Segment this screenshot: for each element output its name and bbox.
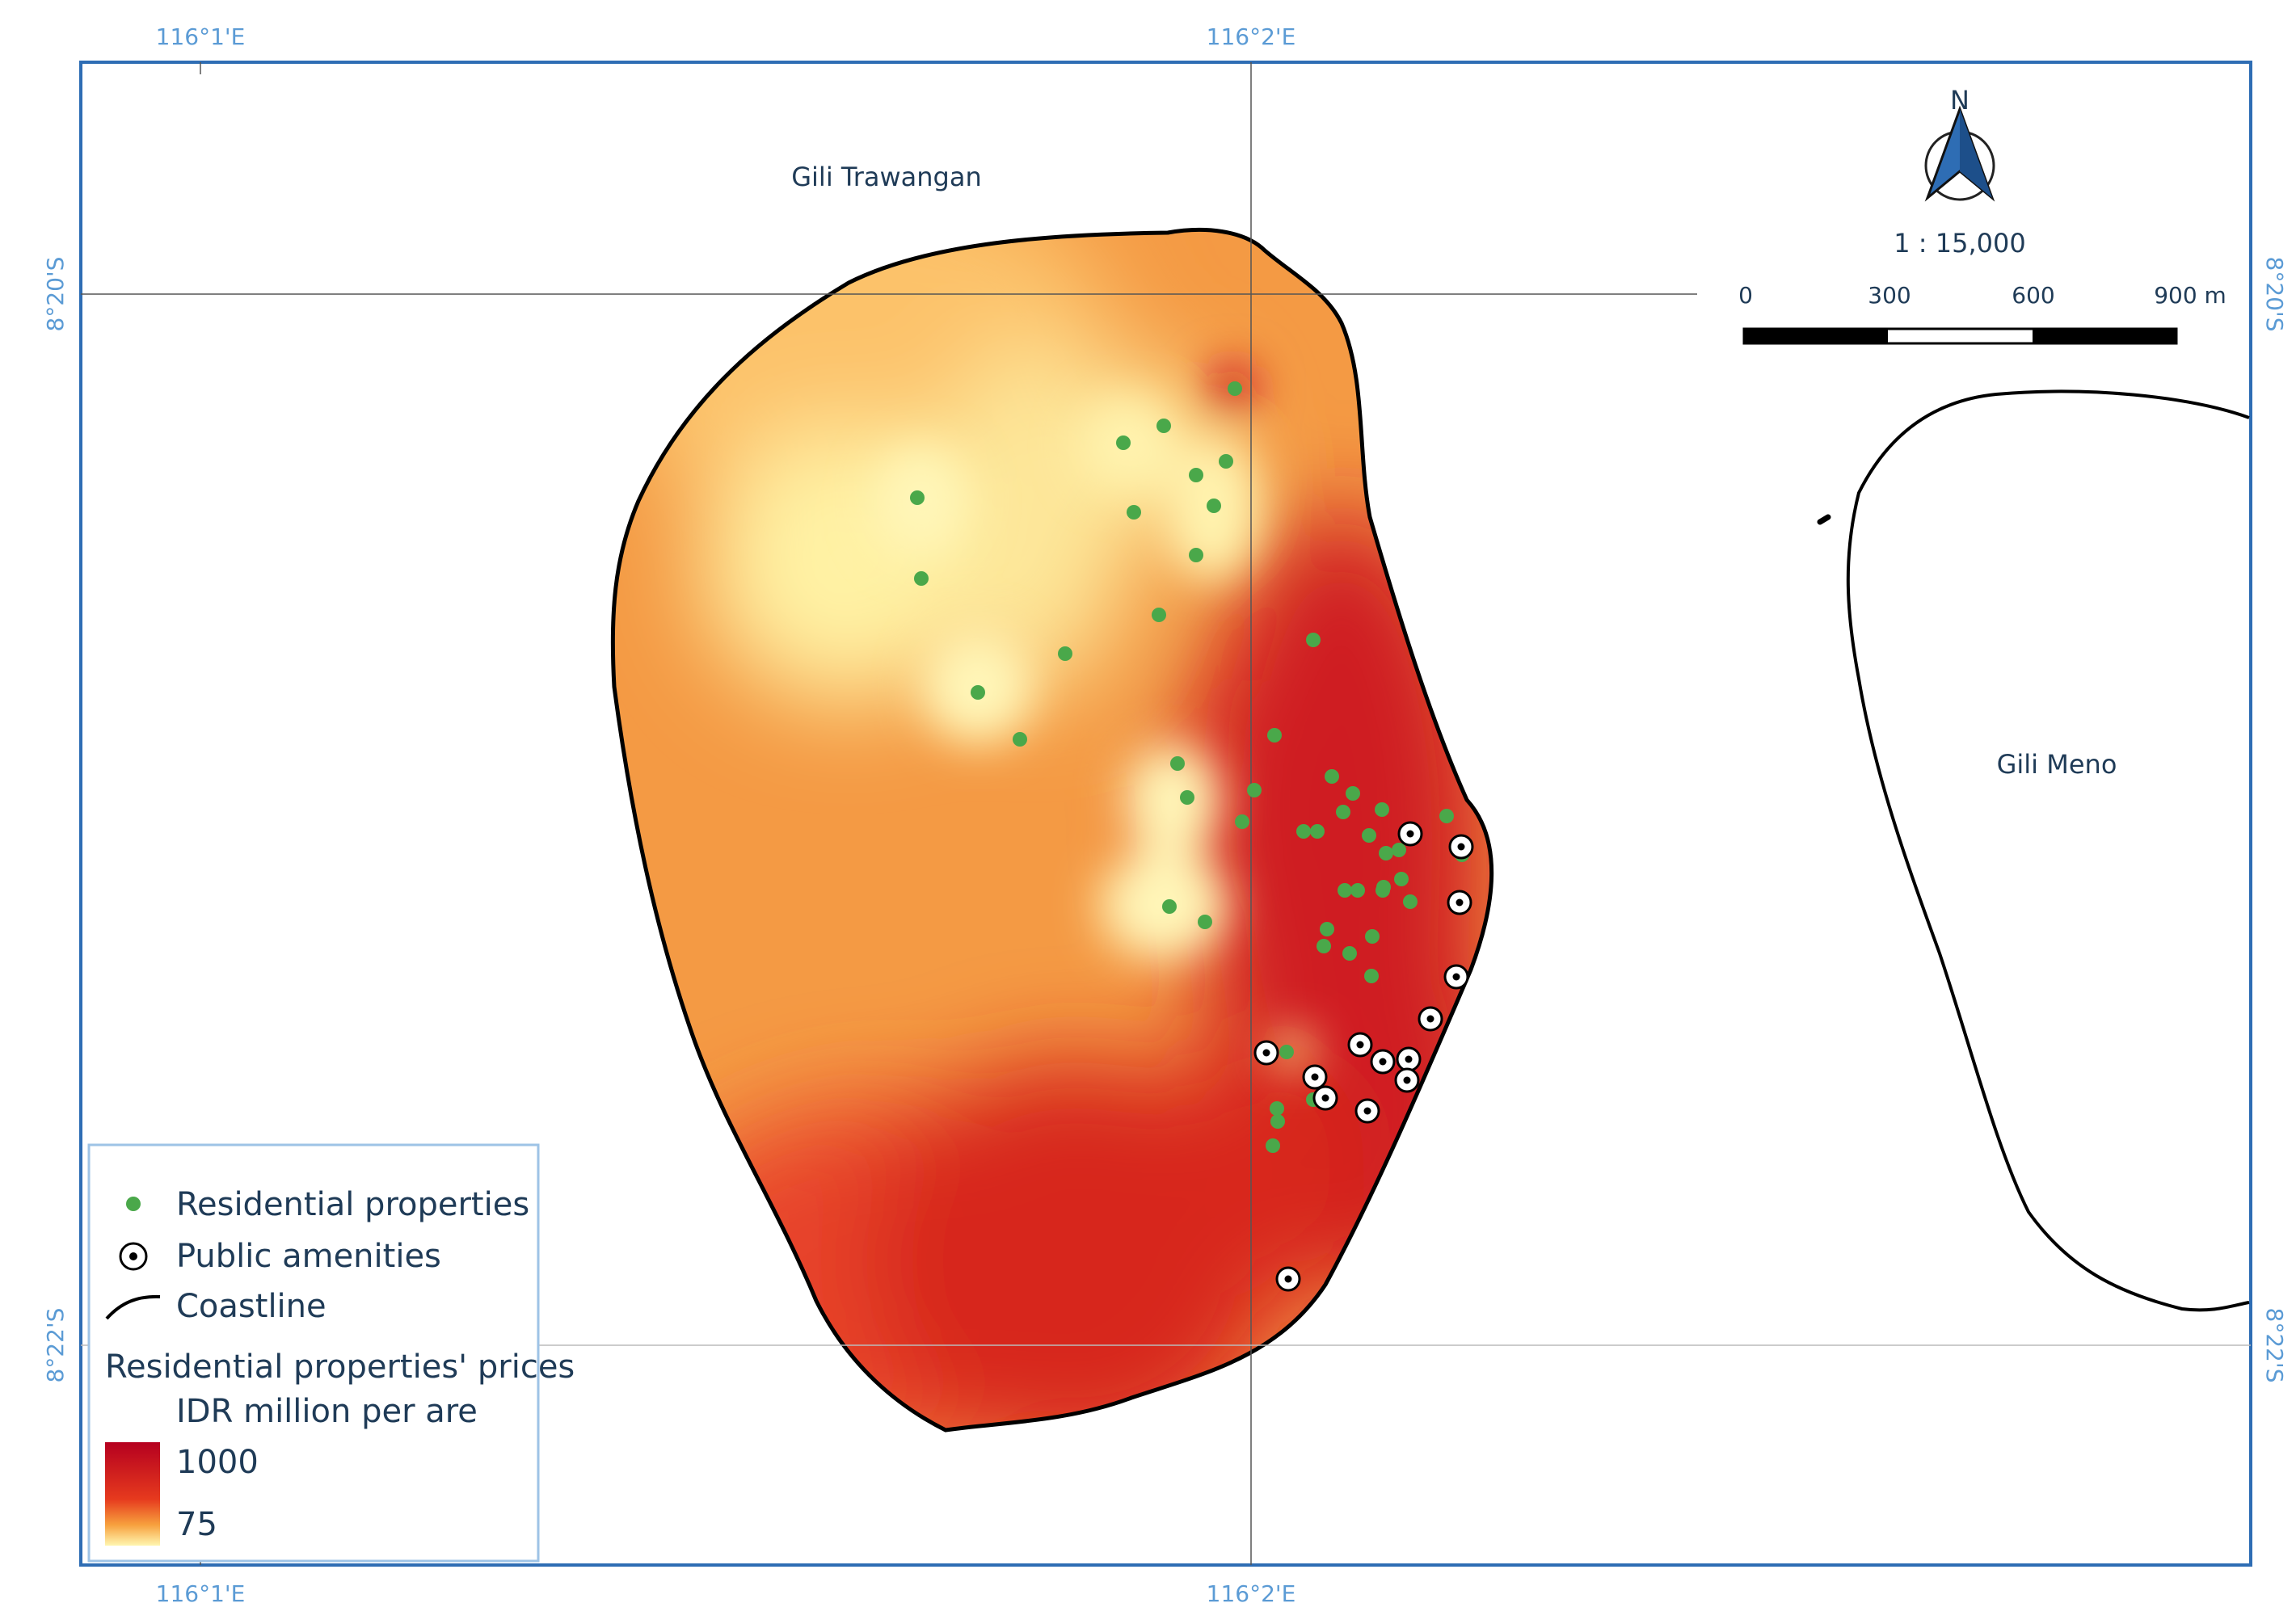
residential-point — [1403, 894, 1418, 909]
residential-point — [1152, 608, 1166, 622]
residential-point — [1270, 1114, 1285, 1129]
residential-point — [1116, 435, 1131, 450]
legend-min-value: 75 — [176, 1506, 217, 1543]
scale-bar — [1742, 327, 2178, 345]
residential-point — [1156, 419, 1171, 433]
legend-max-value: 1000 — [176, 1444, 259, 1481]
residential-point — [1267, 728, 1282, 743]
residential-point — [1362, 828, 1376, 843]
residential-point — [1219, 454, 1233, 469]
residential-point — [1379, 846, 1393, 860]
residential-point — [1247, 783, 1262, 797]
lat-label-left-top: 8°20'S — [42, 257, 69, 332]
gili-meno-coastline — [1846, 389, 2250, 1312]
place-gili-meno: Gili Meno — [1997, 749, 2117, 780]
residential-point — [1364, 969, 1379, 983]
amenity-point — [1447, 890, 1472, 915]
scale-tick-0: 0 — [1738, 282, 1753, 309]
amenity-point — [1448, 834, 1474, 860]
north-arrow-icon — [1924, 105, 1995, 202]
amenity-point — [1302, 1064, 1328, 1090]
place-gili-trawangan: Gili Trawangan — [791, 162, 982, 192]
residential-point — [1342, 946, 1357, 961]
residential-point — [1180, 790, 1194, 805]
amenity-point — [1443, 964, 1469, 990]
amenity-point — [1275, 1266, 1301, 1292]
residential-point — [1058, 646, 1072, 661]
scale-tick-300: 300 — [1868, 282, 1911, 309]
residential-point — [1266, 1138, 1280, 1153]
lon-label-bottom-left: 116°1'E — [156, 1580, 246, 1607]
residential-point — [1270, 1101, 1284, 1116]
lon-label-bottom-mid: 116°2'E — [1207, 1580, 1296, 1607]
legend-coastline-icon — [105, 1294, 161, 1320]
residential-point — [1189, 548, 1203, 562]
amenity-point — [1394, 1067, 1420, 1093]
scale-ratio: 1 : 15,000 — [1894, 228, 2025, 259]
scale-tick-600: 600 — [2012, 282, 2054, 309]
lat-label-left-bottom: 8°22'S — [42, 1308, 69, 1383]
residential-point — [1439, 809, 1454, 823]
legend-residential-icon — [126, 1197, 141, 1211]
residential-point — [1375, 802, 1389, 817]
legend-coastline-label: Coastline — [176, 1288, 326, 1325]
legend-amenities-label: Public amenities — [176, 1238, 441, 1275]
lat-label-right-top: 8°20'S — [2261, 257, 2288, 332]
residential-point — [1392, 843, 1406, 857]
legend-amenity-icon — [119, 1242, 148, 1271]
residential-point — [1170, 756, 1185, 771]
legend-residential-label: Residential properties — [176, 1186, 529, 1223]
rock-islet — [1817, 514, 1831, 525]
residential-point — [1310, 824, 1325, 839]
amenity-point — [1418, 1006, 1443, 1032]
residential-point — [1189, 468, 1203, 482]
residential-point — [1338, 883, 1352, 898]
residential-point — [910, 490, 925, 505]
residential-point — [1296, 824, 1311, 839]
scale-tick-900: 900 m — [2154, 282, 2226, 309]
north-label: N — [1950, 85, 1970, 116]
residential-point — [1162, 899, 1177, 914]
residential-point — [914, 571, 929, 586]
residential-point — [1198, 915, 1212, 929]
legend-prices-title: Residential properties' prices — [105, 1348, 575, 1386]
residential-point — [1317, 939, 1331, 953]
amenity-point — [1354, 1098, 1380, 1124]
residential-point — [1365, 929, 1380, 944]
amenity-point — [1347, 1032, 1373, 1058]
residential-point — [1325, 769, 1339, 784]
amenity-point — [1396, 1046, 1422, 1072]
residential-point — [1013, 732, 1027, 747]
amenity-point — [1312, 1085, 1338, 1111]
residential-point — [1127, 505, 1141, 520]
amenity-point — [1370, 1049, 1396, 1075]
gili-trawangan-coastline — [610, 228, 1494, 1433]
residential-point — [1207, 499, 1221, 513]
residential-point — [1394, 872, 1409, 886]
amenity-point — [1397, 821, 1423, 847]
residential-point — [1235, 814, 1249, 829]
residential-point — [1346, 786, 1360, 801]
lon-label-top-left: 116°1'E — [156, 23, 246, 50]
residential-point — [1320, 922, 1334, 936]
residential-point — [1336, 805, 1350, 819]
legend-prices-unit: IDR million per are — [176, 1393, 478, 1430]
residential-points — [910, 381, 1469, 1153]
residential-point — [1375, 883, 1390, 898]
lon-label-top-mid: 116°2'E — [1207, 23, 1296, 50]
legend-color-ramp — [105, 1442, 160, 1546]
amenity-point — [1253, 1040, 1279, 1066]
residential-point — [1228, 381, 1242, 396]
lat-label-right-bottom: 8°22'S — [2261, 1308, 2288, 1383]
legend: Residential properties Public amenities … — [87, 1143, 575, 1563]
amenity-points — [1253, 821, 1474, 1292]
residential-point — [1279, 1045, 1294, 1059]
residential-point — [1350, 883, 1365, 898]
residential-point — [1306, 633, 1321, 647]
residential-point — [971, 685, 985, 700]
